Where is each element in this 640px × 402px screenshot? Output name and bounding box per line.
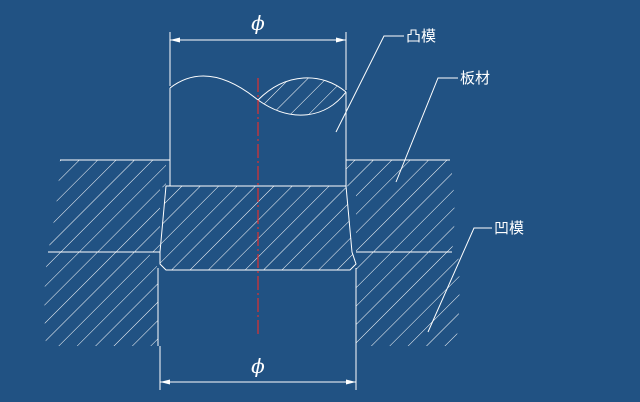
top-dim-arrow-left xyxy=(170,37,180,43)
bottom-dimension: ϕ xyxy=(159,346,357,390)
die xyxy=(44,252,460,346)
die-leader xyxy=(427,227,492,333)
top-dim-arrow-right xyxy=(336,37,346,43)
die-label: 凹模 xyxy=(494,219,524,237)
punch-label: 凸模 xyxy=(406,27,436,45)
die-right-block xyxy=(356,252,460,346)
punch-break-line-inner xyxy=(257,91,347,116)
sheet-label: 板材 xyxy=(460,69,490,87)
bottom-dim-symbol: ϕ xyxy=(251,354,265,378)
bottom-dim-arrow-right xyxy=(346,379,356,385)
punch-callout: 凸模 xyxy=(335,27,436,133)
die-callout: 凹模 xyxy=(427,219,524,333)
top-dim-symbol: ϕ xyxy=(251,11,265,35)
punch-leader xyxy=(335,35,404,133)
sheet-leader xyxy=(395,77,458,183)
die-left-block xyxy=(44,252,158,346)
sheet-right-part xyxy=(346,160,455,252)
sheet-left-part xyxy=(48,160,166,252)
sheet-callout: 板材 xyxy=(395,69,490,183)
bottom-dim-arrow-left xyxy=(160,379,170,385)
top-dimension: ϕ xyxy=(169,11,347,90)
punch-break-hatch xyxy=(258,77,346,116)
